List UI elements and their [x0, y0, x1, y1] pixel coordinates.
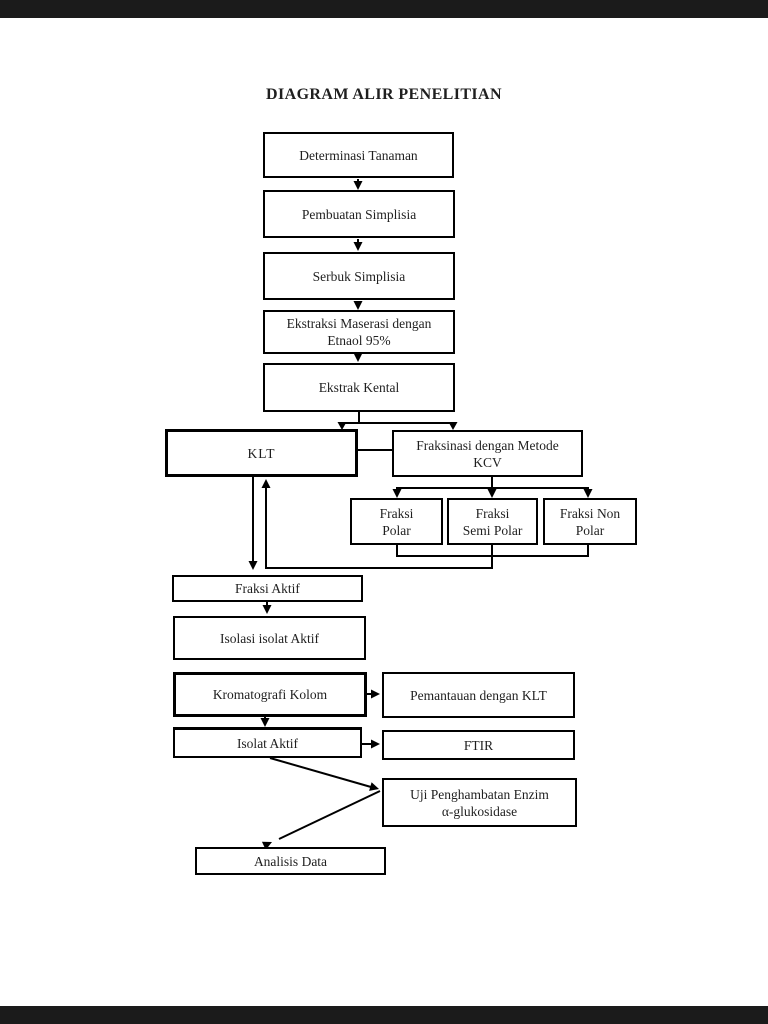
node-determinasi-tanaman: Determinasi Tanaman — [263, 132, 454, 178]
node-label-line1: Fraksi — [379, 505, 414, 521]
node-klt: KLT — [165, 429, 358, 477]
node-label-line2: Semi Polar — [462, 522, 523, 538]
node-label-line2: Polar — [382, 522, 411, 538]
node-label: KLT — [247, 445, 276, 461]
node-fraksi-non-polar: Fraksi Non Polar — [543, 498, 637, 545]
node-pemantauan-klt: Pemantauan dengan KLT — [382, 672, 575, 718]
node-label: Pembuatan Simplisia — [301, 206, 417, 222]
node-label: Kromatografi Kolom — [212, 687, 328, 702]
node-ekstrak-kental: Ekstrak Kental — [263, 363, 455, 412]
node-fraksinasi-kcv: Fraksinasi dengan Metode KCV — [392, 430, 583, 477]
node-label: Pemantauan dengan KLT — [410, 687, 547, 703]
node-fraksi-polar: Fraksi Polar — [350, 498, 443, 545]
node-label: Isolasi isolat Aktif — [220, 630, 319, 646]
node-label: Fraksi Aktif — [235, 581, 300, 596]
node-label-line1: Fraksi — [475, 505, 510, 521]
node-label: Ekstrak Kental — [318, 380, 400, 395]
node-label-line2: Etnaol 95% — [327, 333, 391, 348]
node-label-line2: KCV — [473, 454, 502, 470]
node-fraksi-aktif: Fraksi Aktif — [172, 575, 363, 602]
page-title: DIAGRAM ALIR PENELITIAN — [266, 86, 502, 103]
node-isolasi-isolat-aktif: Isolasi isolat Aktif — [173, 616, 366, 660]
node-label-line1: Fraksinasi dengan Metode — [416, 437, 559, 453]
node-ftir: FTIR — [382, 730, 575, 760]
viewer-letterbox-bottom — [0, 1006, 768, 1024]
viewer-letterbox-top — [0, 0, 768, 18]
node-uji-penghambatan-enzim: Uji Penghambatan Enzim α-glukosidase — [382, 778, 577, 827]
node-analisis-data: Analisis Data — [195, 847, 386, 875]
node-label-line1: Ekstraksi Maserasi dengan — [286, 316, 432, 331]
node-kromatografi-kolom: Kromatografi Kolom — [173, 672, 367, 717]
node-label: Isolat Aktif — [236, 735, 299, 751]
node-label-line1: Uji Penghambatan Enzim — [410, 786, 549, 802]
node-label-line1: Fraksi Non — [559, 505, 621, 521]
node-fraksi-semi-polar: Fraksi Semi Polar — [447, 498, 538, 545]
node-isolat-aktif: Isolat Aktif — [173, 727, 362, 758]
node-ekstraksi-maserasi: Ekstraksi Maserasi dengan Etnaol 95% — [263, 310, 455, 354]
node-label-line2: Polar — [575, 522, 605, 538]
node-label: Serbuk Simplisia — [312, 268, 406, 284]
node-label-line2: α-glukosidase — [441, 803, 518, 819]
node-label: Determinasi Tanaman — [299, 147, 418, 163]
node-label: FTIR — [463, 737, 494, 753]
node-label: Analisis Data — [253, 853, 328, 869]
node-pembuatan-simplisia: Pembuatan Simplisia — [263, 190, 455, 238]
node-serbuk-simplisia: Serbuk Simplisia — [263, 252, 455, 300]
